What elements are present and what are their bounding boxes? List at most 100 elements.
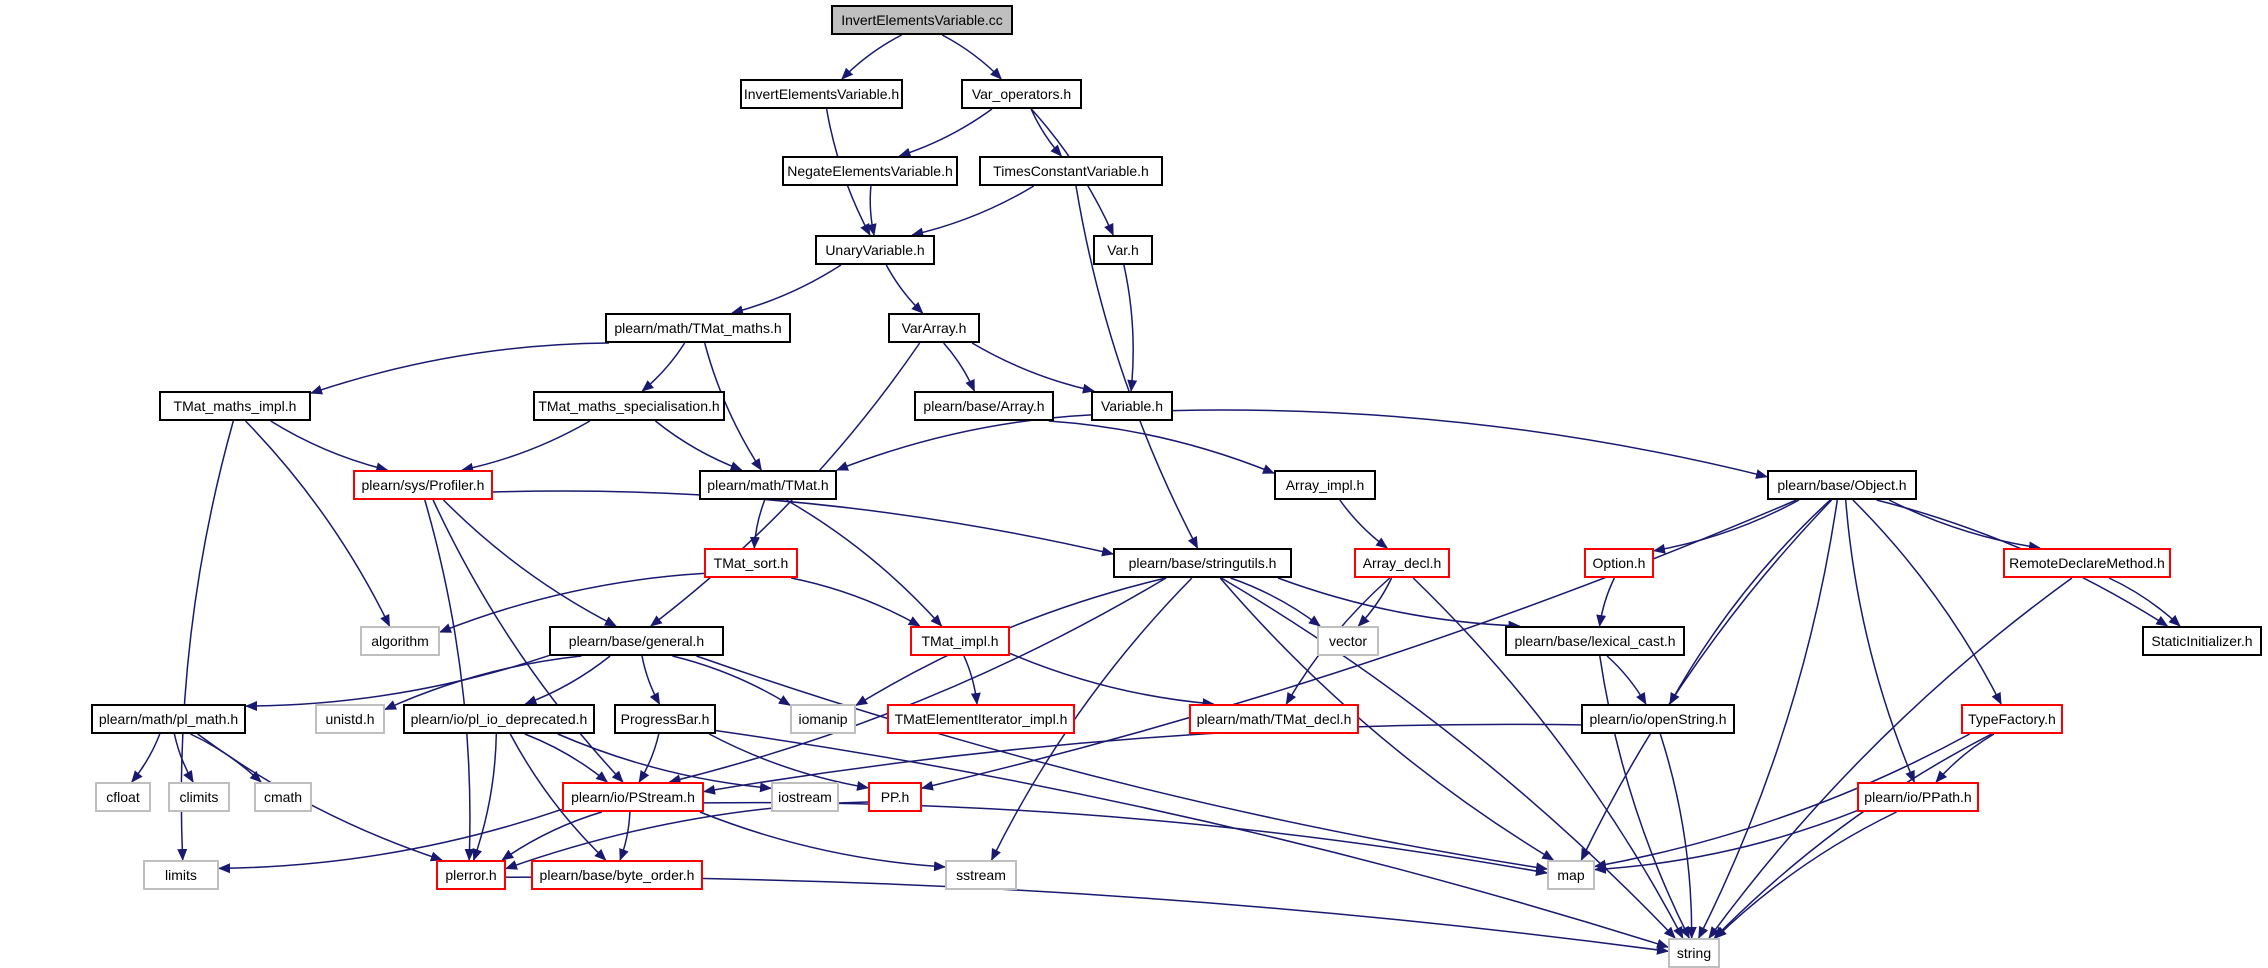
node-label: Array_decl.h: [1363, 555, 1442, 571]
node-option[interactable]: Option.h: [1584, 548, 1654, 578]
node-box: [315, 704, 385, 734]
node-typefactory[interactable]: TypeFactory.h: [1961, 704, 2063, 734]
node-tmatsort[interactable]: TMat_sort.h: [704, 548, 798, 578]
edge-pstream-to-sstream: [699, 811, 946, 872]
node-label: vector: [1329, 633, 1367, 649]
node-varh[interactable]: Var.h: [1093, 235, 1153, 265]
edge-tmatsort-to-tmatimpl: [791, 577, 921, 627]
edge-pstream-to-plerror: [501, 811, 603, 861]
edge-arraydecl-to-vector: [1357, 577, 1393, 627]
node-unistd: unistd.h: [315, 704, 385, 734]
node-label: cmath: [264, 789, 302, 805]
edge-tmatmathsimpl-to-algorithm: [244, 420, 391, 627]
node-plmath[interactable]: plearn/math/pl_math.h: [91, 704, 246, 734]
edge-object-to-pph: [921, 499, 1797, 791]
edge-varops-to-timesc: [1030, 108, 1063, 157]
node-tmatdecl[interactable]: plearn/math/TMat_decl.h: [1189, 704, 1359, 734]
node-box: [1668, 938, 1720, 968]
edge-ppath-to-string: [1714, 811, 1897, 939]
node-arrayh[interactable]: plearn/base/Array.h: [914, 391, 1054, 421]
node-box: [961, 79, 1082, 109]
node-box: [1767, 470, 1917, 500]
node-box: [740, 79, 903, 109]
edge-remotedecl-to-staticinit: [2108, 577, 2181, 627]
node-vararray[interactable]: VarArray.h: [888, 313, 980, 343]
node-box: [562, 782, 704, 812]
node-remotedecl[interactable]: RemoteDeclareMethod.h: [2003, 548, 2171, 578]
node-varops[interactable]: Var_operators.h: [961, 79, 1082, 109]
node-root[interactable]: InvertElementsVariable.cc: [831, 5, 1013, 35]
edge-plmath-to-plerror: [197, 733, 443, 862]
node-unary[interactable]: UnaryVariable.h: [815, 235, 935, 265]
node-climits: climits: [168, 782, 230, 812]
node-iomanip: iomanip: [790, 704, 856, 734]
edge-general-to-iomanip: [672, 655, 791, 706]
nodes-layer: InvertElementsVariable.ccInvertElementsV…: [91, 5, 2262, 968]
node-stringutils[interactable]: plearn/base/stringutils.h: [1113, 548, 1292, 578]
edge-vararray-to-variable: [971, 342, 1095, 394]
node-box: [168, 782, 230, 812]
node-pph[interactable]: PP.h: [868, 782, 922, 812]
edge-unary-to-tmatmaths: [731, 264, 842, 316]
node-tmatmathsimpl[interactable]: TMat_maths_impl.h: [159, 391, 311, 421]
node-label: plearn/base/Object.h: [1777, 477, 1906, 493]
node-arrayimpl[interactable]: Array_impl.h: [1274, 470, 1376, 500]
node-label: TMat_impl.h: [921, 633, 998, 649]
edge-profiler-to-general: [442, 499, 617, 627]
node-box: [2003, 548, 2171, 578]
node-object[interactable]: plearn/base/Object.h: [1767, 470, 1917, 500]
edge-openstring-to-pstream: [703, 723, 1582, 795]
node-pstream[interactable]: plearn/io/PStream.h: [562, 782, 704, 812]
node-label: TMat_maths_specialisation.h: [538, 398, 719, 414]
edge-ppath-to-map: [1594, 810, 1858, 874]
node-tmatimpl[interactable]: TMat_impl.h: [910, 626, 1010, 656]
node-box: [1505, 626, 1685, 656]
node-arraydecl[interactable]: Array_decl.h: [1354, 548, 1450, 578]
edge-plmath-to-cfloat: [131, 733, 161, 783]
node-label: plearn/math/pl_math.h: [99, 711, 238, 727]
node-plerror[interactable]: plerror.h: [436, 860, 506, 890]
edge-pstream-to-map: [703, 801, 1548, 876]
node-timesc[interactable]: TimesConstantVariable.h: [979, 156, 1163, 186]
node-cfloat: cfloat: [95, 782, 151, 812]
node-box: [403, 704, 595, 734]
edge-tmatmaths-to-tmatmathsimpl: [310, 342, 610, 395]
node-staticinit[interactable]: StaticInitializer.h: [2142, 626, 2262, 656]
node-tmath[interactable]: plearn/math/TMat.h: [699, 470, 837, 500]
edge-plio-to-plerror: [472, 733, 498, 861]
node-invh[interactable]: InvertElementsVariable.h: [740, 79, 903, 109]
node-tmatspec[interactable]: TMat_maths_specialisation.h: [533, 391, 725, 421]
node-label: iomanip: [798, 711, 847, 727]
node-box: [1317, 626, 1379, 656]
node-box: [945, 860, 1017, 890]
node-label: iostream: [778, 789, 832, 805]
node-label: plearn/base/general.h: [569, 633, 704, 649]
edge-object-to-remotedecl: [1888, 499, 2041, 552]
node-variable[interactable]: Variable.h: [1091, 391, 1173, 421]
edge-progress-to-pph: [708, 733, 869, 791]
edge-unary-to-vararray: [885, 264, 924, 314]
edge-timesc-to-stringutils: [1075, 185, 1199, 549]
node-lexical[interactable]: plearn/base/lexical_cast.h: [1505, 626, 1685, 656]
node-box: [549, 626, 724, 656]
node-openstring[interactable]: plearn/io/openString.h: [1581, 704, 1735, 734]
node-box: [914, 391, 1054, 421]
edge-tmatmathsimpl-to-profiler: [270, 420, 389, 473]
node-tmatmaths[interactable]: plearn/math/TMat_maths.h: [605, 313, 791, 343]
node-byteorder[interactable]: plearn/base/byte_order.h: [531, 860, 703, 890]
node-tmatiter[interactable]: TMatElementIterator_impl.h: [887, 704, 1075, 734]
edge-stringutils-to-pstream: [668, 577, 1167, 785]
node-plio[interactable]: plearn/io/pl_io_deprecated.h: [403, 704, 595, 734]
node-box: [888, 313, 980, 343]
node-ppath[interactable]: plearn/io/PPath.h: [1857, 782, 1979, 812]
node-label: Option.h: [1593, 555, 1646, 571]
node-general[interactable]: plearn/base/general.h: [549, 626, 724, 656]
node-progress[interactable]: ProgressBar.h: [614, 704, 716, 734]
node-box: [1584, 548, 1654, 578]
node-negate[interactable]: NegateElementsVariable.h: [782, 156, 958, 186]
node-iostream: iostream: [771, 782, 839, 812]
node-label: plearn/math/TMat_decl.h: [1197, 711, 1352, 727]
node-label: plerror.h: [445, 867, 496, 883]
node-profiler[interactable]: plearn/sys/Profiler.h: [353, 470, 493, 500]
node-label: TMat_maths_impl.h: [174, 398, 297, 414]
